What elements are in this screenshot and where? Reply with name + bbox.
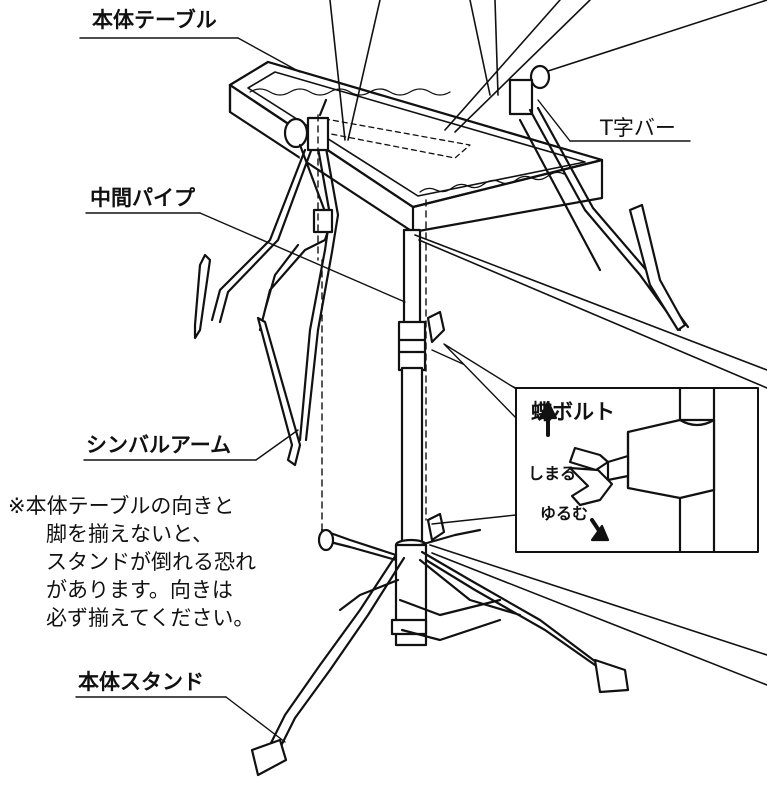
label-leaders [75,37,691,743]
center-pipe [390,228,446,647]
loosen-label: ゆるむ [540,504,589,523]
note-line: 必ず揃えてください。 [46,606,255,630]
note-line: スタンドが倒れる恐れ [46,550,256,574]
note-line: があります。向きは [46,578,233,602]
wing-bolt-inset [431,343,759,554]
right-leg [508,64,690,332]
note-line: ※本体テーブルの向きと [8,494,235,518]
cymbal-arm-label: シンバルアーム [86,433,232,457]
alignment-guides [317,114,427,536]
note-line: 脚を揃えないと、 [46,522,214,546]
warning-note: ※本体テーブルの向きと 脚を揃えないと、 スタンドが倒れる恐れ があります。向き… [8,492,256,632]
t-bar-label: T字バー [600,116,676,140]
stand-label: 本体スタンド [78,670,204,694]
mid-pipe-label: 中間パイプ [90,186,195,210]
wing-bolt-label: 蝶ボルト [531,400,615,424]
table-label: 本体テーブル [92,8,217,32]
tighten-label: しまる [528,464,577,483]
base-stand [250,528,630,777]
table-tray [228,0,767,234]
arm-rods [414,234,767,686]
